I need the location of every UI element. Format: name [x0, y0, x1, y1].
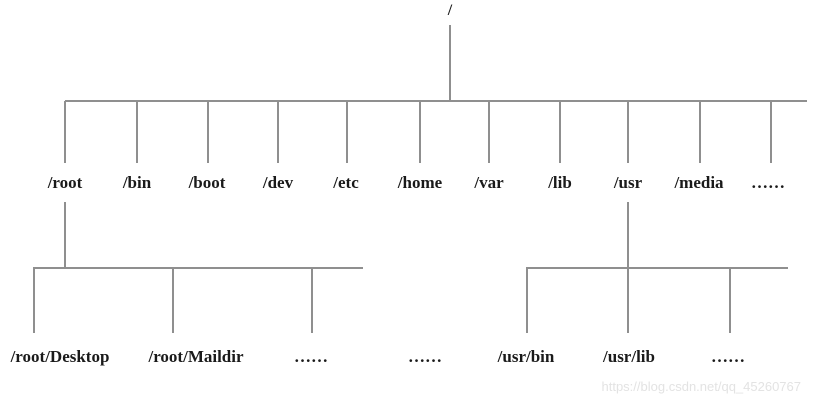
- connector-drop-root-more: [311, 267, 313, 333]
- connector-drop-root-desktop: [33, 267, 35, 333]
- dir-label-var: /var: [474, 173, 504, 192]
- connector-drop-usr: [627, 101, 629, 163]
- connector-drop-home: [419, 101, 421, 163]
- connector-drop-media: [699, 101, 701, 163]
- connector-drop-bin: [136, 101, 138, 163]
- dir-label-usr-bin: /usr/bin: [497, 347, 555, 366]
- connector-drop-more: [770, 101, 772, 163]
- dir-label-root-ellipsis-1: ……: [294, 347, 328, 366]
- dir-label-media: /media: [674, 173, 724, 192]
- dir-label-usr-lib: /usr/lib: [603, 347, 655, 366]
- dir-label-home: /home: [397, 173, 443, 192]
- dir-label-root: /root: [47, 173, 83, 192]
- connector-root-subtree-vertical: [64, 202, 66, 268]
- dir-label-root-desktop: /root/Desktop: [10, 347, 110, 366]
- connector-level1-rail: [65, 100, 807, 102]
- connector-drop-usr-lib: [627, 267, 629, 333]
- dir-label-dev: /dev: [262, 173, 294, 192]
- connector-drop-dev: [277, 101, 279, 163]
- dir-label-usr-ellipsis: ……: [711, 347, 745, 366]
- connector-usr-subtree-vertical: [627, 202, 629, 268]
- connector-drop-usr-more: [729, 267, 731, 333]
- dir-label-root-slash: /: [447, 2, 453, 19]
- connector-drop-etc: [346, 101, 348, 163]
- connector-root-vertical: [449, 25, 451, 101]
- dir-label-usr: /usr: [613, 173, 643, 192]
- dir-label-root-maildir: /root/Maildir: [148, 347, 244, 366]
- connector-drop-root: [64, 101, 66, 163]
- dir-label-boot: /boot: [188, 173, 226, 192]
- connector-drop-usr-bin: [526, 267, 528, 333]
- connector-usr-subtree-rail: [527, 267, 788, 269]
- watermark-text: https://blog.csdn.net/qq_45260767: [601, 379, 802, 394]
- dir-label-lib: /lib: [548, 173, 572, 192]
- connector-drop-lib: [559, 101, 561, 163]
- dir-label-ellipsis: ……: [751, 173, 785, 192]
- connector-root-subtree-rail: [34, 267, 363, 269]
- connector-drop-root-maildir: [172, 267, 174, 333]
- connector-drop-var: [488, 101, 490, 163]
- dir-label-etc: /etc: [333, 173, 359, 192]
- connector-drop-boot: [207, 101, 209, 163]
- dir-label-bin: /bin: [122, 173, 152, 192]
- dir-label-root-ellipsis-2: ……: [408, 347, 442, 366]
